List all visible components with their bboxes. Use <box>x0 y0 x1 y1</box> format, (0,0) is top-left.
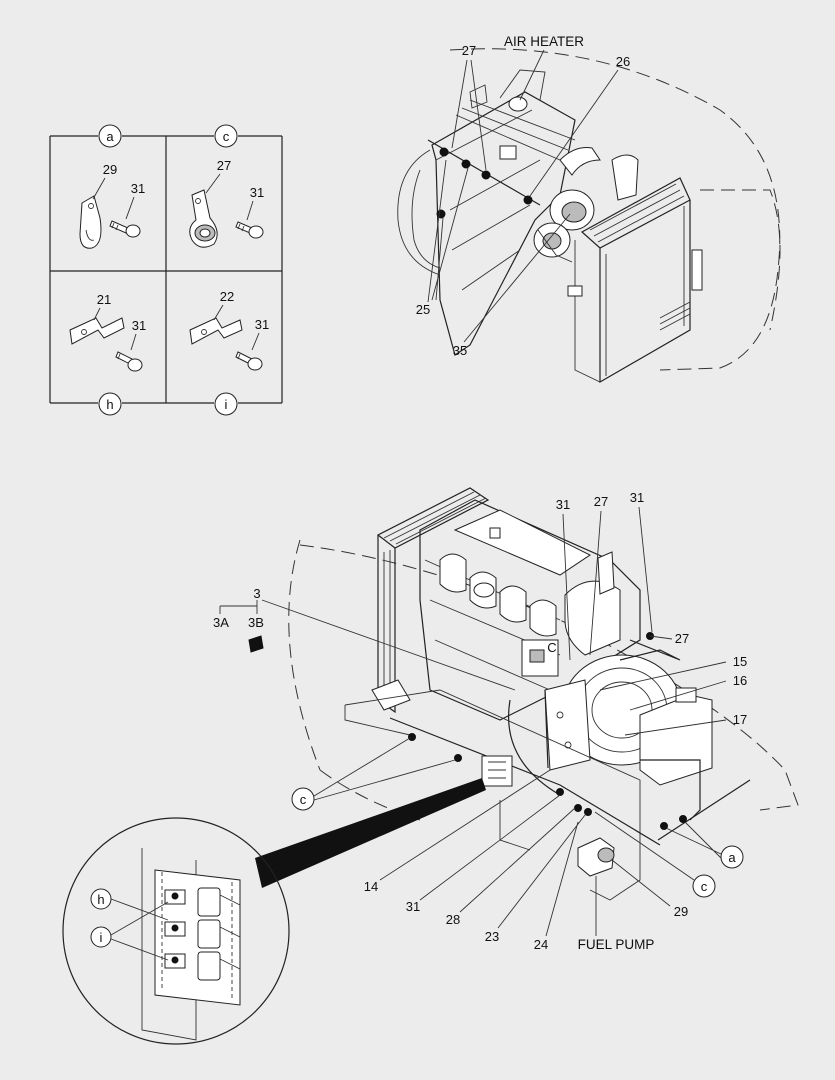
ref-i-marker: i <box>90 926 112 948</box>
legend-a-marker: a <box>98 124 122 148</box>
callout-35-top: 35 <box>453 343 467 358</box>
radiator-bottom-drawing <box>371 487 490 714</box>
callout-15: 15 <box>733 654 747 669</box>
legend-i-letter: i <box>225 397 228 412</box>
bolt-31-a-drawing <box>109 220 141 238</box>
relay-3b-drawing <box>248 635 264 653</box>
legend-grid: a c h i 29 31 <box>49 124 283 416</box>
callout-29: 29 <box>674 904 688 919</box>
callout-31-upper-right: 31 <box>630 490 644 505</box>
legend-i-marker: i <box>214 392 238 416</box>
starter-drawing <box>639 687 713 786</box>
alternator-drawing <box>533 189 595 263</box>
panel-h-bolt-label: 31 <box>132 318 146 333</box>
callout-27-top: 27 <box>462 43 476 58</box>
detail-terminals <box>164 887 241 981</box>
bolt-31-i-drawing <box>235 351 263 371</box>
bracket-21-drawing <box>69 317 125 345</box>
bolt-31-h-drawing <box>115 351 143 372</box>
callout-23: 23 <box>485 929 499 944</box>
air-heater-label: AIR HEATER <box>504 34 584 49</box>
bracket-22-drawing <box>189 317 243 345</box>
ref-a-letter: a <box>728 850 736 865</box>
callout-3b: 3B <box>248 615 264 630</box>
callout-28: 28 <box>446 912 460 927</box>
detail-view: h i <box>62 817 290 1045</box>
ref-c-left-marker: c <box>291 787 315 811</box>
callout-31-lower: 31 <box>406 899 420 914</box>
panel-c-part-label: 27 <box>217 158 231 173</box>
legend-a-letter: a <box>106 129 114 144</box>
legend-c-letter: c <box>223 129 230 144</box>
callout-24: 24 <box>534 937 548 952</box>
callout-16: 16 <box>733 673 747 688</box>
fuel-pump-label: FUEL PUMP <box>578 937 655 952</box>
bolt-31-c-drawing <box>235 221 264 239</box>
clip-29-drawing <box>79 195 102 249</box>
ref-h-marker: h <box>90 888 112 910</box>
legend-h-letter: h <box>106 397 113 412</box>
ref-c-right-marker: c <box>692 874 716 898</box>
callout-27-right: 27 <box>675 631 689 646</box>
bottom-engine-view: C 3 3A 3B 31 27 31 27 15 16 17 c <box>213 487 799 952</box>
ref-h-letter: h <box>97 892 104 907</box>
callout-25-top: 25 <box>416 302 430 317</box>
panel-i-part-label: 22 <box>220 289 234 304</box>
panel-c-bolt-label: 31 <box>250 185 264 200</box>
callout-31-upper-left: 31 <box>556 497 570 512</box>
callout-26-top: 26 <box>616 54 630 69</box>
ref-c-left-letter: c <box>300 792 307 807</box>
fuel-pump-drawing <box>577 837 615 877</box>
callout-3: 3 <box>253 586 260 601</box>
ref-i-letter: i <box>100 930 103 945</box>
air-heater-drawing <box>499 96 528 160</box>
radiator-drawing <box>567 177 703 384</box>
ref-a-marker: a <box>720 845 744 869</box>
intake-manifold-drawing <box>439 553 557 637</box>
callout-27-upper: 27 <box>594 494 608 509</box>
panel-h-part-label: 21 <box>97 292 111 307</box>
callout-17: 17 <box>733 712 747 727</box>
callout-14: 14 <box>364 879 378 894</box>
panel-i-bolt-label: 31 <box>255 317 269 332</box>
panel-a-bolt-label: 31 <box>131 181 145 196</box>
clamp-27-drawing <box>189 189 218 248</box>
legend-h-marker: h <box>98 392 122 416</box>
letter-c-marker: C <box>547 640 556 655</box>
top-engine-view: AIR HEATER 27 26 25 35 <box>397 34 781 384</box>
callout-3a: 3A <box>213 615 229 630</box>
ref-c-right-letter: c <box>701 879 708 894</box>
legend-c-marker: c <box>214 124 238 148</box>
panel-a-part-label: 29 <box>103 162 117 177</box>
